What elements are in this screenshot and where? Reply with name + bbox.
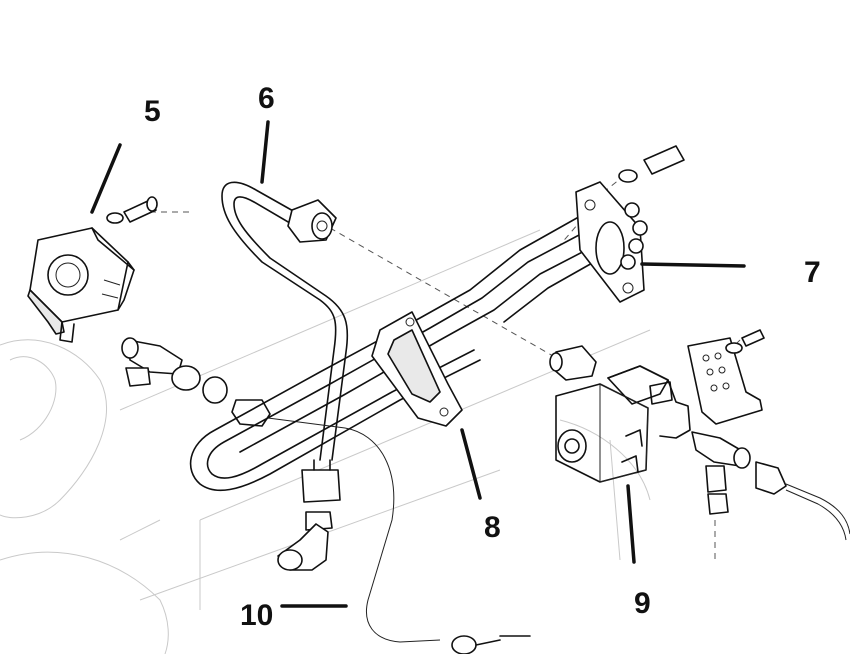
part-9-solenoid (555, 365, 691, 483)
callout-8: 8 (484, 511, 501, 544)
part-5-bracket (27, 196, 158, 343)
left-fittings (121, 337, 441, 643)
right-bracket (687, 329, 765, 425)
right-tee (691, 431, 850, 541)
part-8-gasket (371, 311, 463, 427)
callout-7: 7 (804, 256, 821, 289)
callout-9: 9 (634, 587, 651, 620)
assembly-lines (150, 174, 741, 560)
capillary-end (451, 635, 531, 654)
part-7-heater (189, 145, 685, 492)
callout-6: 6 (258, 82, 275, 115)
part-6-pipe (221, 181, 349, 571)
callout-labels: 5 6 7 8 9 10 (144, 82, 821, 632)
callout-5: 5 (144, 95, 161, 128)
small-fitting (549, 345, 597, 381)
callout-10: 10 (240, 599, 273, 632)
leader-lines (90, 120, 746, 608)
